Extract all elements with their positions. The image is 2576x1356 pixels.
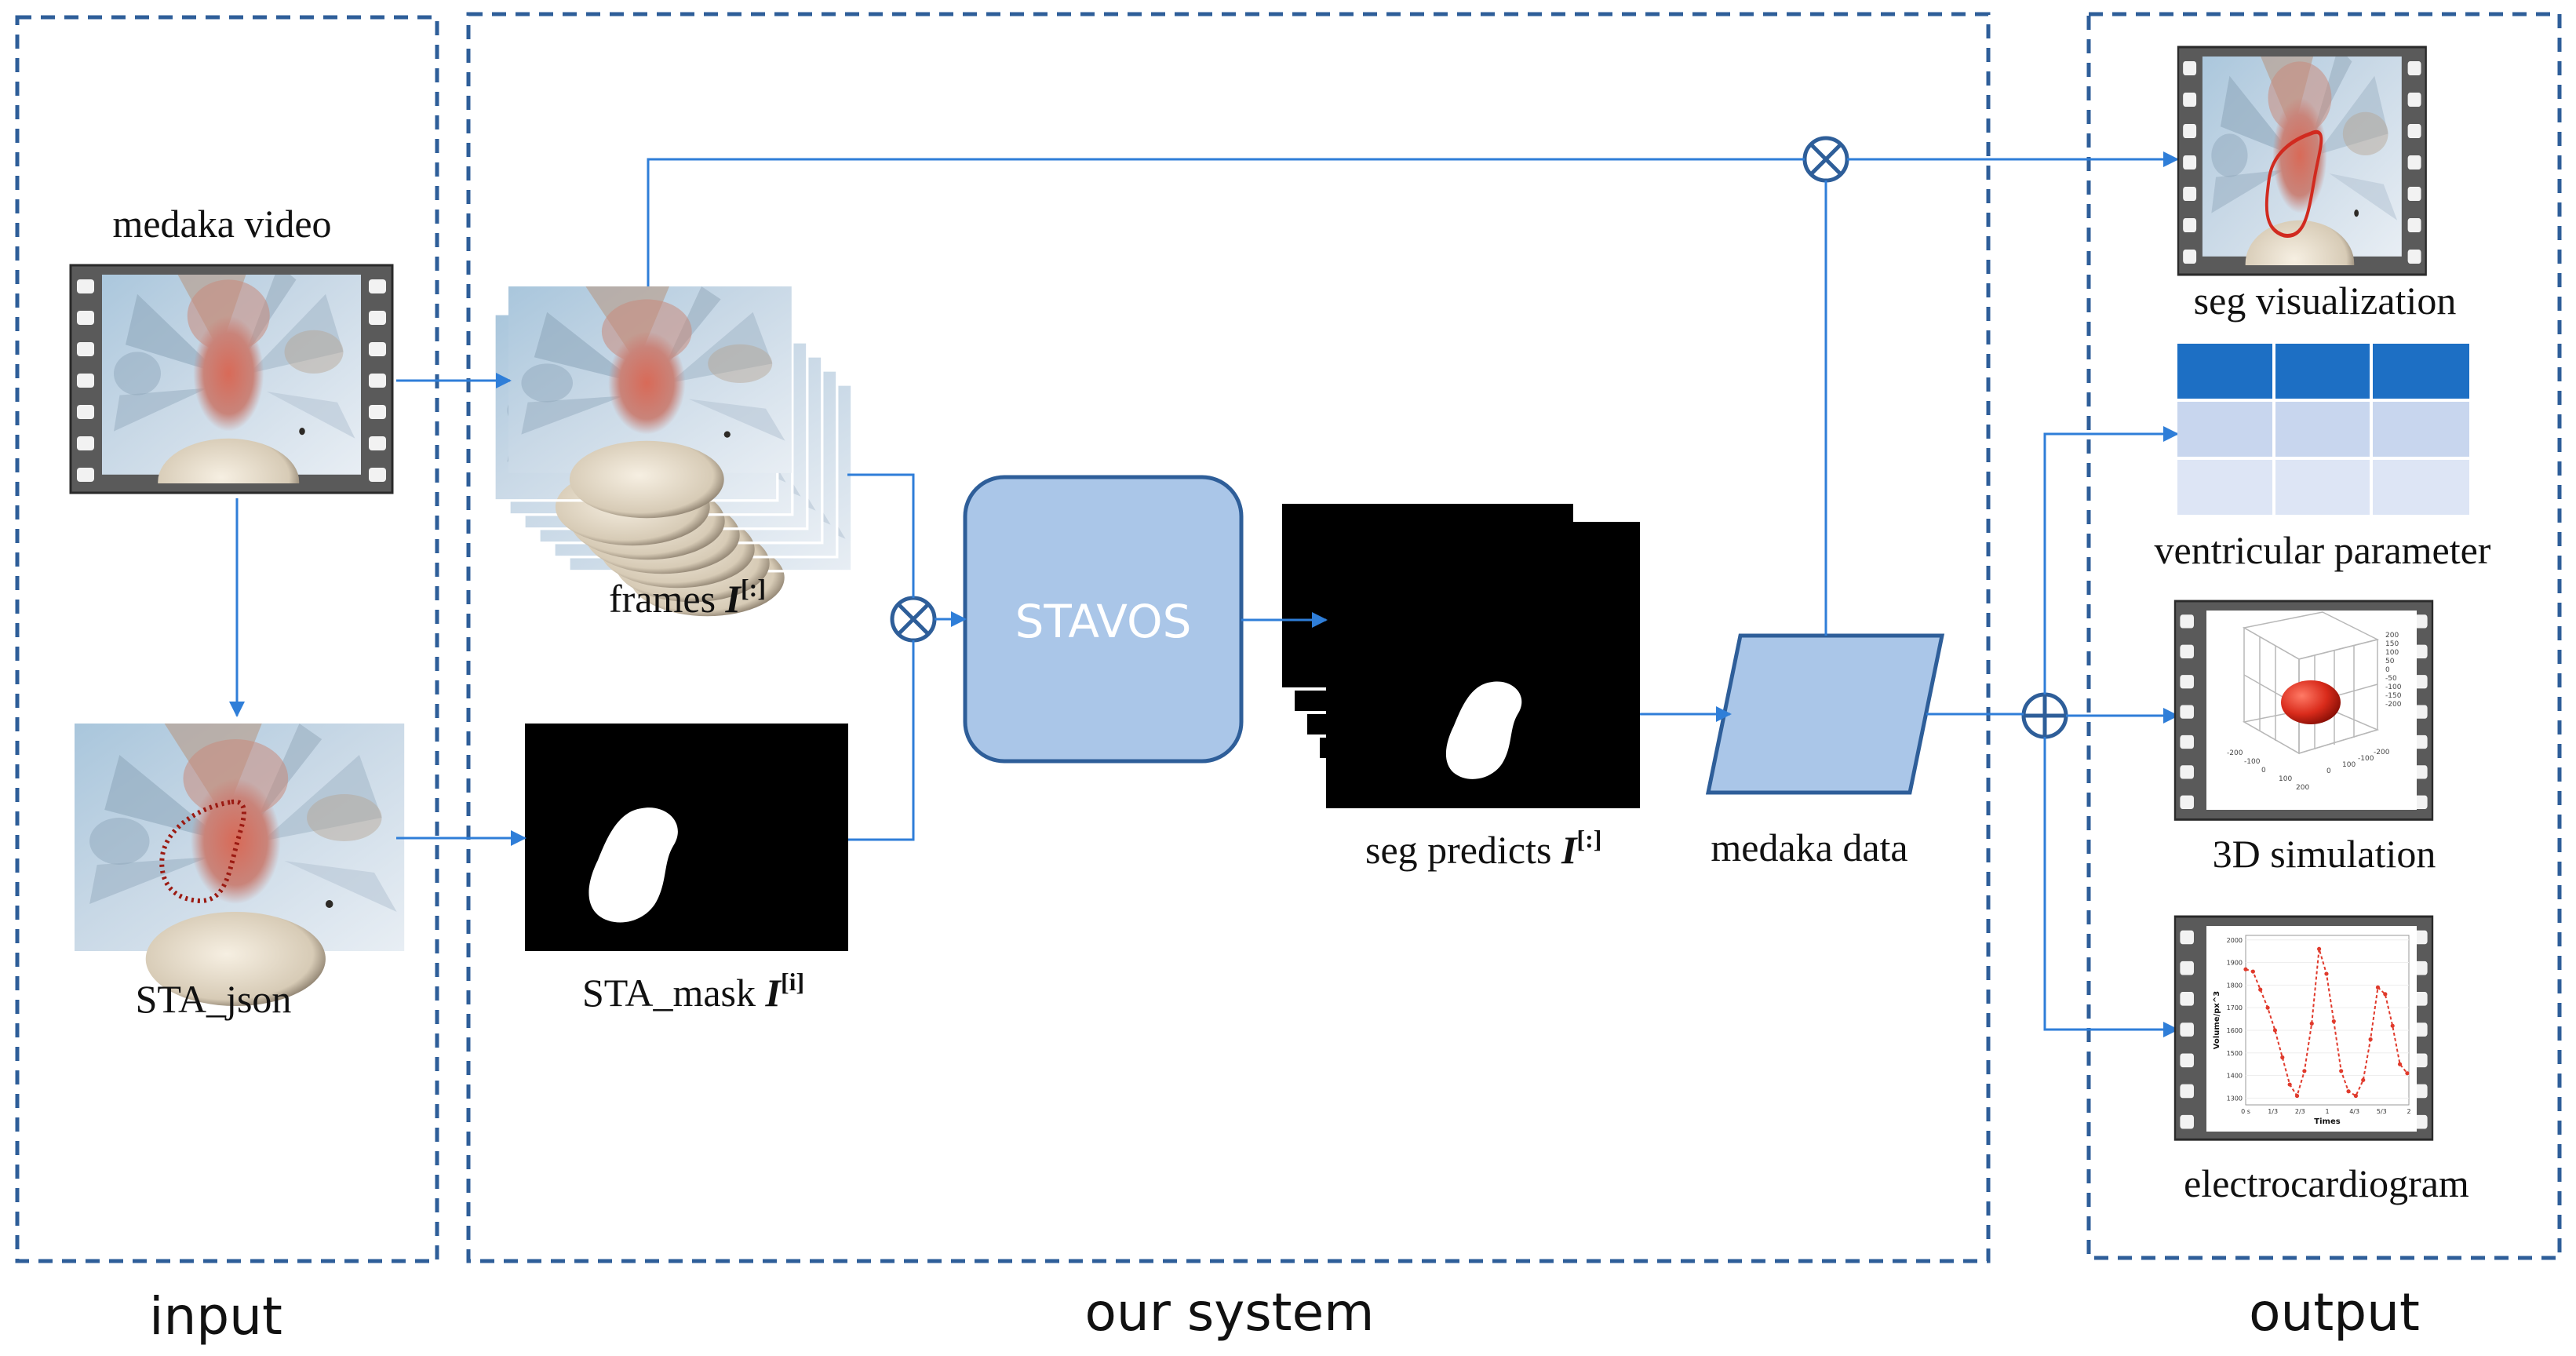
input-section-frame	[15, 15, 439, 1263]
z-tick-label: 200	[2385, 632, 2399, 640]
electrocardiogram-label: electrocardiogram	[2184, 1161, 2469, 1205]
ecg-y-tick-label: 1800	[2227, 982, 2243, 989]
ecg-x-axis-label: Times	[2314, 1117, 2340, 1126]
z-tick-label: -150	[2385, 692, 2402, 700]
ecg-data-point	[2375, 985, 2381, 990]
ecg-y-tick-label: 1500	[2227, 1050, 2243, 1057]
medaka-data-shape	[1705, 633, 1945, 795]
seg-predicts-label: seg predicts I[:]	[1365, 825, 1601, 872]
ecg-x-tick-label: 4/3	[2349, 1108, 2359, 1115]
output-section-frame	[2086, 12, 2562, 1260]
z-tick-label: -100	[2385, 683, 2402, 691]
ecg-data-point	[2265, 1005, 2270, 1010]
ecg-y-tick-label: 1400	[2227, 1073, 2243, 1080]
ecg-data-point	[2368, 1037, 2373, 1042]
ecg-data-point	[2317, 946, 2322, 951]
ecg-data-point	[2397, 1062, 2403, 1066]
z-tick-label: 100	[2385, 649, 2399, 657]
seg-predicts-stack	[1279, 501, 1640, 808]
ecg-data-point	[2258, 987, 2263, 992]
z-tick-label: 150	[2385, 640, 2399, 648]
stavos-label: STAVOS	[1015, 595, 1192, 648]
ecg-x-tick-label: 5/3	[2377, 1108, 2387, 1115]
electrocardiogram-filmstrip: 2000 1900 1800 1700 1600 1500 1400 1300 0 s 1/3 2/…	[2173, 915, 2434, 1141]
z-tick-label: 50	[2385, 658, 2395, 665]
ecg-data-point	[2353, 1093, 2358, 1099]
section-label-system: our system	[1085, 1282, 1375, 1343]
medaka-video-filmstrip	[69, 264, 394, 494]
ecg-y-tick-label: 1300	[2227, 1095, 2243, 1102]
ecg-x-tick-label: 1	[2325, 1108, 2329, 1115]
ventricular-parameter-table	[2177, 344, 2469, 515]
ecg-data-point	[2287, 1082, 2292, 1087]
ecg-data-point	[2405, 1071, 2410, 1076]
sta-json-label: STA_json	[136, 977, 292, 1021]
ecg-y-tick-label: 1900	[2227, 960, 2243, 967]
z-tick-label: -50	[2385, 675, 2397, 683]
ecg-x-tick-label: 2/3	[2295, 1108, 2305, 1115]
connectors	[229, 151, 2179, 1037]
ecg-data-point	[2243, 967, 2248, 971]
x-tick-label: 100	[2279, 775, 2292, 783]
ecg-data-point	[2272, 1028, 2278, 1033]
x-tick-label: -200	[2227, 749, 2243, 757]
ventricular-parameter-label: ventricular parameter	[2155, 528, 2491, 572]
sta-json-image	[75, 724, 405, 1006]
sta-mask-label: STA_mask I[i]	[582, 968, 804, 1015]
3d-y-ticks: 0 100-100-200	[2326, 749, 2390, 775]
ecg-plot-frame	[2245, 935, 2410, 1106]
multiply-operator-top	[1802, 136, 1849, 183]
medaka-video-label: medaka video	[112, 202, 331, 246]
sta-json-contour	[159, 799, 246, 904]
ecg-data-point	[2250, 969, 2255, 974]
ecg-data-point	[2390, 1023, 2395, 1028]
ecg-data-point	[2280, 1055, 2285, 1060]
ecg-data-point	[2294, 1093, 2300, 1099]
3d-ventricle-sphere	[2281, 680, 2341, 724]
frames-stack	[493, 286, 854, 617]
ecg-data-point	[2331, 1019, 2336, 1024]
z-tick-label: 0	[2385, 666, 2390, 674]
ecg-x-tick-label: 2	[2407, 1108, 2410, 1115]
ecg-y-tick-label: 1600	[2227, 1027, 2243, 1034]
x-tick-label: -100	[2244, 758, 2261, 766]
multiply-operator-mid	[890, 596, 937, 643]
add-operator	[2021, 692, 2068, 739]
ecg-data-point	[2309, 1021, 2314, 1026]
stavos-model-box: STAVOS	[963, 475, 1244, 764]
ecg-x-tick-label: 1/3	[2268, 1108, 2278, 1115]
ecg-x-tick-label: 0 s	[2241, 1108, 2250, 1115]
sta-mask-image	[525, 724, 848, 951]
y-tick-label: -200	[2374, 749, 2390, 756]
ecg-y-tick-label: 1700	[2227, 1004, 2243, 1012]
3d-simulation-label: 3D simulation	[2213, 832, 2436, 876]
ecg-data-point	[2383, 992, 2388, 997]
seg-visualization-label: seg visualization	[2194, 279, 2457, 323]
x-tick-label: 200	[2296, 784, 2309, 792]
system-section-frame	[466, 12, 1991, 1263]
ecg-data-point	[2361, 1077, 2366, 1082]
y-tick-label: 0	[2326, 767, 2331, 775]
y-tick-label: -100	[2358, 755, 2374, 763]
ecg-y-axis-label: Volume/px^3	[2213, 991, 2221, 1049]
ecg-plot: 2000 1900 1800 1700 1600 1500 1400 1300 0 s 1/3 2/…	[2213, 935, 2411, 1126]
z-tick-label: -200	[2385, 701, 2402, 709]
seg-visualization-filmstrip	[2177, 46, 2428, 276]
x-tick-label: 0	[2261, 767, 2266, 775]
y-tick-label: 100	[2342, 761, 2356, 769]
ecg-data-point	[2346, 1089, 2351, 1094]
section-label-output: output	[2249, 1282, 2420, 1343]
ecg-data-point	[2339, 1069, 2344, 1074]
section-label-input: input	[149, 1286, 282, 1347]
ecg-data-point	[2324, 971, 2329, 976]
frames-label: frames I[:]	[609, 574, 766, 621]
ecg-data-point	[2302, 1069, 2307, 1074]
medaka-data-label: medaka data	[1711, 826, 1907, 869]
ecg-y-tick-label: 2000	[2227, 937, 2243, 944]
